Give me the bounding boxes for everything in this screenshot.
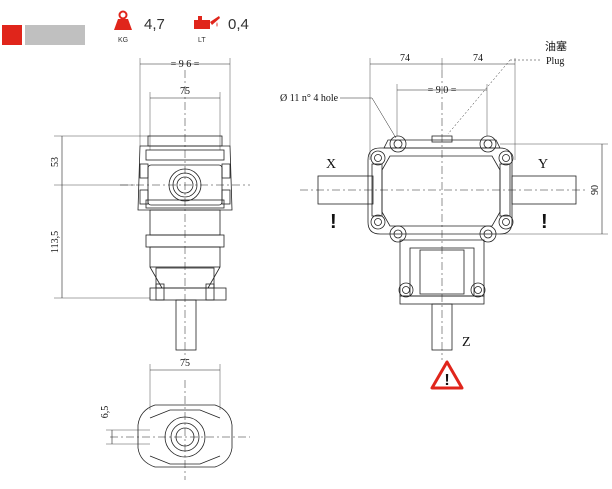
oil-can-icon xyxy=(194,16,220,29)
dim-front-right: 74 xyxy=(473,53,483,64)
side-view xyxy=(54,58,250,360)
red-color-swatch xyxy=(2,25,22,45)
shaft-y-label: Y xyxy=(538,157,548,172)
dim-front-center: = 9 0 = xyxy=(428,85,457,96)
plug-label-cn: 油塞 xyxy=(545,39,567,53)
dim-bottom-offset: 6,5 xyxy=(100,406,111,419)
grey-color-swatch xyxy=(25,25,85,45)
dim-body-width: 75 xyxy=(180,86,190,97)
exclamation-x-icon: ! xyxy=(330,211,337,233)
weight-unit: KG xyxy=(118,37,129,44)
weight-metric: KG 4,7 xyxy=(108,10,165,50)
shaft-z-label: Z xyxy=(462,335,471,350)
dim-front-left: 74 xyxy=(400,53,410,64)
svg-text:!: ! xyxy=(444,372,449,389)
bottom-view xyxy=(106,364,250,480)
weight-icon xyxy=(114,10,132,30)
dim-bottom-width: 75 xyxy=(180,358,190,369)
oil-unit: LT xyxy=(198,37,206,44)
dim-front-height: 90 xyxy=(590,185,601,195)
plug-label-en: Plug xyxy=(546,56,564,67)
oil-metric: LT 0,4 xyxy=(190,10,249,50)
weight-value: 4,7 xyxy=(144,16,165,33)
oil-value: 0,4 xyxy=(228,16,249,33)
dim-overall-width: = 9 6 = xyxy=(171,59,200,70)
front-view xyxy=(300,58,608,360)
warning-triangle-icon: ! xyxy=(430,360,464,390)
header-bar: KG 4,7 LT 0,4 xyxy=(0,0,612,60)
exclamation-y-icon: ! xyxy=(541,211,548,233)
shaft-x-label: X xyxy=(326,157,336,172)
dim-lower-height: 113,5 xyxy=(50,231,61,253)
hole-label: Ø 11 n° 4 hole xyxy=(280,93,339,104)
dim-upper-height: 53 xyxy=(50,157,61,167)
